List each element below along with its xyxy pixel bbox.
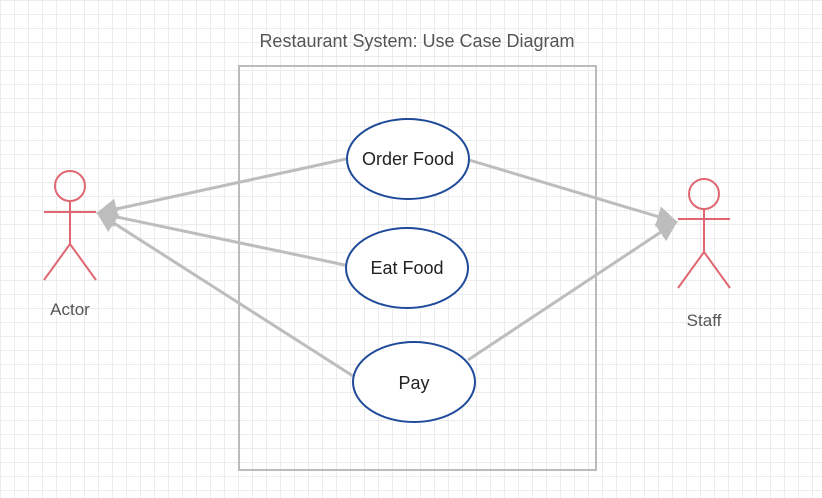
use-case-label: Pay <box>398 373 429 393</box>
stick-figure-icon <box>677 178 731 289</box>
use-case-eat-food[interactable]: Eat Food <box>345 227 469 309</box>
use-case-ellipse[interactable] <box>352 341 476 423</box>
association-pay-staff[interactable] <box>467 220 678 362</box>
actor-customer[interactable]: Actor <box>43 170 97 319</box>
actor-label: Actor <box>50 300 90 319</box>
diagram-title: Restaurant System: Use Case Diagram <box>259 31 574 51</box>
use-case-ellipse[interactable] <box>346 118 470 200</box>
stick-figure-icon <box>43 170 97 281</box>
associations <box>95 157 679 378</box>
use-case-label: Order Food <box>362 149 454 169</box>
actor-label: Staff <box>687 311 722 330</box>
use-case-order-food[interactable]: Order Food <box>346 118 470 200</box>
association-order-food-actor[interactable] <box>95 157 347 220</box>
use-case-pay[interactable]: Pay <box>352 341 476 423</box>
association-eat-food-actor[interactable] <box>95 206 346 267</box>
use-case-ellipse[interactable] <box>345 227 469 309</box>
system-boundary[interactable] <box>238 65 597 471</box>
use-case-label: Eat Food <box>370 258 443 278</box>
association-pay-actor[interactable] <box>96 211 354 378</box>
association-order-food-staff[interactable] <box>468 158 679 227</box>
actor-staff[interactable]: Staff <box>677 178 731 330</box>
